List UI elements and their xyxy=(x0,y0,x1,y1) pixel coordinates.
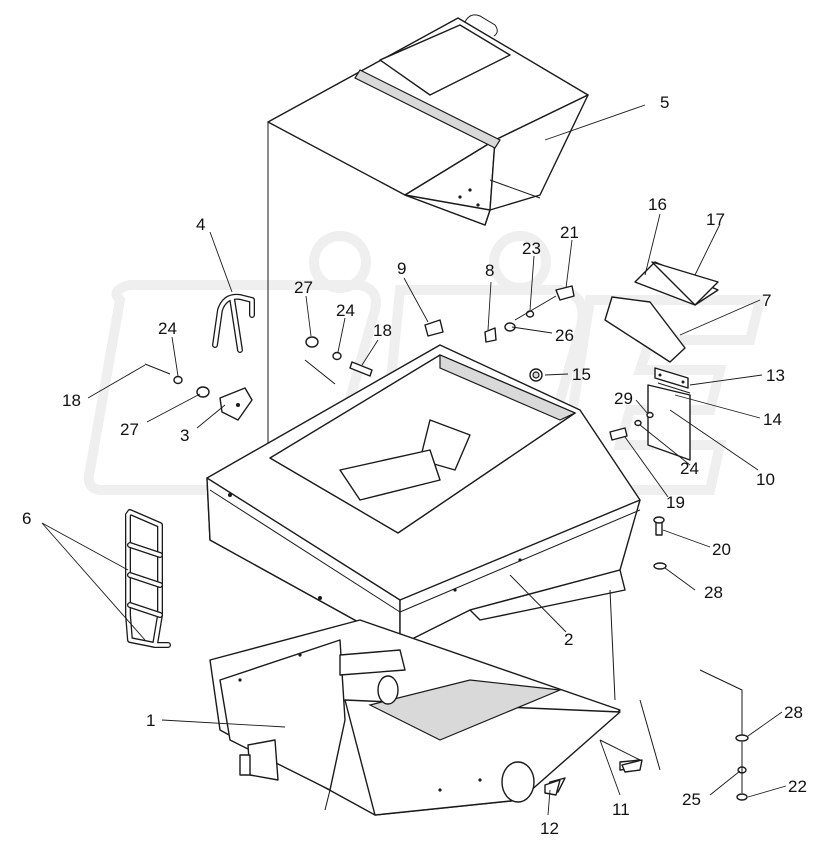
callout-24-left: 24 xyxy=(158,319,177,338)
callout-11: 11 xyxy=(612,800,630,819)
callout-29: 29 xyxy=(614,389,633,408)
fastener-group-lower-right xyxy=(699,669,749,801)
fastener-group-top xyxy=(424,285,575,343)
part-16-17-window xyxy=(604,261,719,363)
callout-16: 16 xyxy=(648,195,667,214)
callout-9: 9 xyxy=(397,259,406,278)
callout-28-upper: 28 xyxy=(704,583,723,602)
callout-10: 10 xyxy=(756,470,775,489)
callout-1: 1 xyxy=(146,711,155,730)
callout-5: 5 xyxy=(660,93,669,112)
fastener-group-center xyxy=(304,336,373,385)
fastener-group-20-28 xyxy=(653,516,667,570)
callout-20: 20 xyxy=(712,540,731,559)
callout-8: 8 xyxy=(485,261,494,280)
part-5-top-cover xyxy=(267,14,589,460)
callout-19: 19 xyxy=(666,493,685,512)
part-2-upper-hopper xyxy=(206,344,641,701)
callout-4: 4 xyxy=(196,215,205,234)
callout-27-center: 27 xyxy=(294,278,313,297)
fastener-group-right xyxy=(609,411,654,441)
callout-27-left: 27 xyxy=(120,420,139,439)
leader-lines xyxy=(41,104,787,816)
callout-labels: 1 2 3 4 5 6 7 8 9 10 11 12 13 14 15 16 1… xyxy=(22,93,807,838)
callout-24-right: 24 xyxy=(680,459,699,478)
callout-18-left: 18 xyxy=(62,391,81,410)
callout-3: 3 xyxy=(180,426,189,445)
part-3-bracket xyxy=(144,363,253,421)
part-15-gear xyxy=(529,368,543,382)
callout-28-lower: 28 xyxy=(784,703,803,722)
callout-7: 7 xyxy=(762,291,771,310)
callout-13: 13 xyxy=(766,366,785,385)
part-1-lower-frame xyxy=(209,619,661,816)
callout-17: 17 xyxy=(706,210,725,229)
part-6-ladder xyxy=(125,509,171,648)
callout-18-center: 18 xyxy=(373,321,392,340)
callout-24-center: 24 xyxy=(336,301,355,320)
callout-25: 25 xyxy=(682,790,701,809)
callout-14: 14 xyxy=(763,410,782,429)
part-10-plate xyxy=(647,367,691,461)
callout-21: 21 xyxy=(560,223,579,242)
callout-15: 15 xyxy=(572,365,591,384)
callout-12: 12 xyxy=(540,819,559,838)
callout-26: 26 xyxy=(555,326,574,345)
callout-2: 2 xyxy=(564,630,573,649)
callout-6: 6 xyxy=(22,509,31,528)
callout-22: 22 xyxy=(788,777,807,796)
callout-23: 23 xyxy=(522,239,541,258)
part-4-handle xyxy=(212,293,255,353)
part-11-12-pins xyxy=(544,759,643,796)
